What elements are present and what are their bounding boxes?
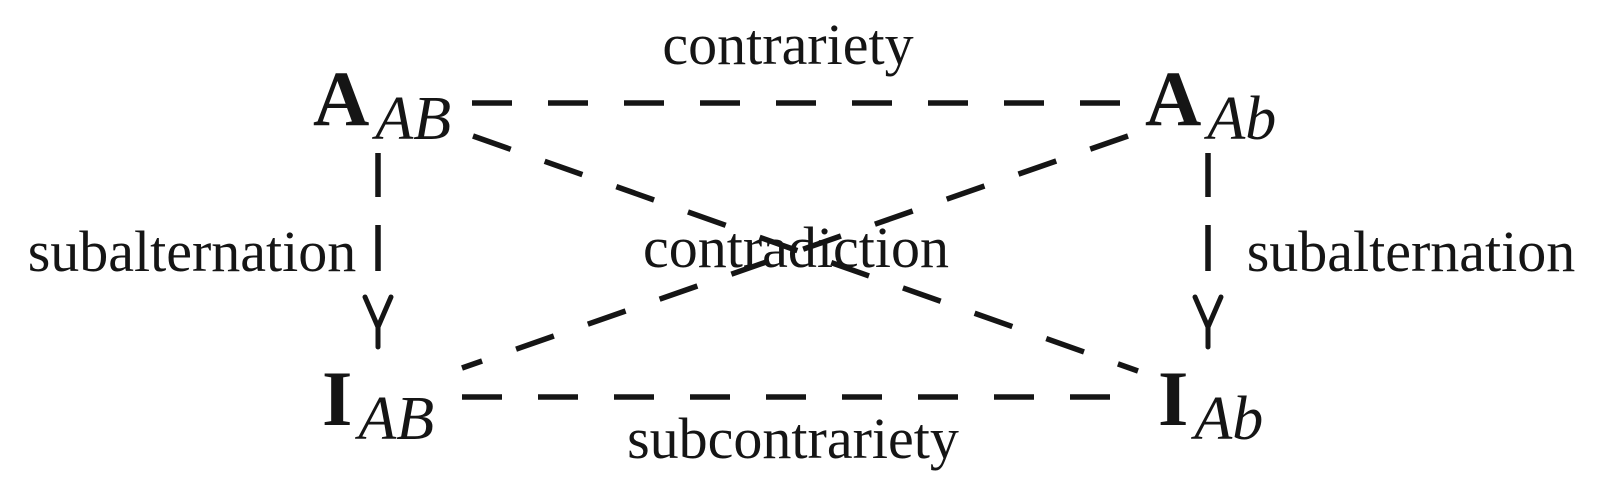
subalternation-left-label: subalternation: [28, 219, 357, 284]
node-top-left: A AB: [313, 55, 451, 153]
contrariety-label: contrariety: [662, 12, 913, 77]
relation-lines: [362, 100, 1224, 400]
node-top-right-subscript: Ab: [1203, 85, 1276, 153]
node-bottom-right: I Ab: [1158, 355, 1263, 453]
subalternation-right-arrow: [1192, 153, 1224, 350]
node-bottom-left-letter: I: [322, 355, 352, 442]
node-bottom-right-subscript: Ab: [1190, 385, 1263, 453]
relation-labels: contrariety contradiction subcontrariety…: [28, 12, 1576, 471]
subcontrariety-label: subcontrariety: [627, 406, 959, 471]
node-top-right: A Ab: [1145, 55, 1276, 153]
down-arrowhead-icon: [1192, 294, 1224, 350]
node-bottom-left-subscript: AB: [354, 385, 434, 453]
down-arrowhead-icon: [362, 294, 394, 350]
node-bottom-left: I AB: [322, 355, 434, 453]
node-top-right-letter: A: [1145, 55, 1201, 142]
node-bottom-right-letter: I: [1158, 355, 1188, 442]
node-top-left-letter: A: [313, 55, 369, 142]
node-top-left-subscript: AB: [371, 85, 451, 153]
subalternation-right-label: subalternation: [1247, 219, 1576, 284]
corner-nodes: A AB A Ab I AB I Ab: [313, 55, 1276, 453]
contradiction-label: contradiction: [643, 215, 949, 280]
subalternation-left-arrow: [362, 153, 394, 350]
